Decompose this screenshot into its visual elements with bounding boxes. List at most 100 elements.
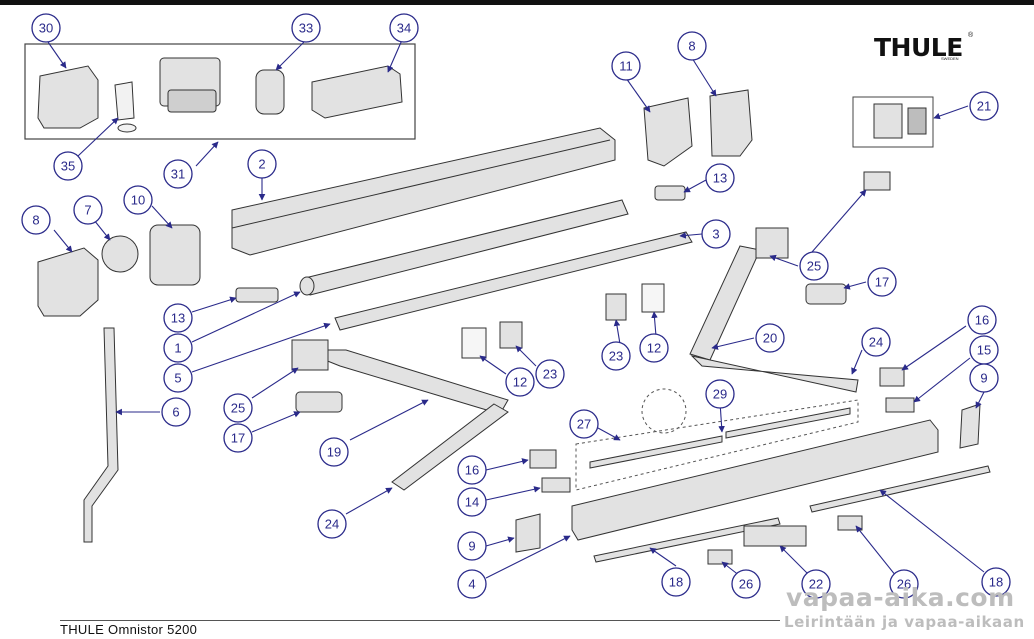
callout-number: 9 bbox=[468, 539, 475, 554]
callout-c27: 27 bbox=[569, 409, 599, 439]
plug-13 bbox=[654, 185, 686, 201]
leader-23a bbox=[613, 319, 621, 345]
footer-rule bbox=[60, 620, 780, 621]
callout-c31: 31 bbox=[163, 159, 193, 189]
arm-24-left bbox=[391, 403, 509, 491]
callout-number: 17 bbox=[875, 275, 889, 290]
rail-18-lower bbox=[593, 517, 781, 563]
callout-circle bbox=[969, 91, 999, 121]
callout-number: 23 bbox=[543, 367, 557, 382]
leader-24b bbox=[345, 487, 393, 515]
leader-1 bbox=[191, 291, 301, 343]
callout-circle bbox=[457, 569, 487, 599]
leader-9a bbox=[975, 391, 985, 409]
callout-number: 8 bbox=[32, 213, 39, 228]
callout-circle bbox=[867, 267, 897, 297]
callout-circle bbox=[705, 163, 735, 193]
leader-25-pins bbox=[811, 189, 867, 253]
callout-number: 18 bbox=[669, 575, 683, 590]
arm-19 bbox=[299, 349, 509, 415]
leader-19 bbox=[349, 399, 429, 441]
callout-c11: 11 bbox=[611, 51, 641, 81]
callout-number: 14 bbox=[465, 495, 479, 510]
callout-c26a: 26 bbox=[731, 569, 761, 599]
plate-12-lower bbox=[461, 327, 487, 359]
rod-29 bbox=[725, 407, 851, 439]
rod-27 bbox=[589, 435, 723, 469]
callout-circle bbox=[861, 327, 891, 357]
clip-17-left bbox=[295, 391, 343, 413]
callout-number: 11 bbox=[619, 59, 633, 74]
callout-number: 26 bbox=[739, 577, 753, 592]
cassette-profile-2 bbox=[231, 127, 616, 256]
leader-31 bbox=[195, 141, 219, 167]
callout-c24a: 24 bbox=[861, 327, 891, 357]
callout-c16b: 16 bbox=[457, 455, 487, 485]
end-cover-8-left bbox=[37, 247, 99, 317]
callout-number: 33 bbox=[299, 21, 313, 36]
arm-20 bbox=[689, 245, 761, 361]
callout-c2: 2 bbox=[247, 149, 277, 179]
leader-26b bbox=[855, 525, 897, 577]
callout-c35: 35 bbox=[53, 151, 83, 181]
callout-number: 1 bbox=[174, 341, 181, 356]
callout-circle bbox=[799, 251, 829, 281]
leader-22 bbox=[779, 545, 811, 577]
bracket-35 bbox=[114, 81, 135, 121]
callout-number: 26 bbox=[897, 577, 911, 592]
callout-number: 3 bbox=[712, 227, 719, 242]
leader-3 bbox=[679, 232, 703, 239]
cap-15 bbox=[885, 397, 915, 413]
clip-23-upper bbox=[605, 293, 627, 321]
callout-c10: 10 bbox=[123, 185, 153, 215]
callout-c30: 30 bbox=[31, 13, 61, 43]
bracket-21 bbox=[873, 103, 903, 139]
callout-number: 5 bbox=[174, 371, 181, 386]
callout-circle bbox=[123, 185, 153, 215]
callout-circle bbox=[457, 455, 487, 485]
callout-number: 16 bbox=[975, 313, 989, 328]
callout-c19: 19 bbox=[319, 437, 349, 467]
leader-17a bbox=[843, 281, 867, 290]
callout-circle bbox=[755, 323, 785, 353]
leader-27 bbox=[597, 427, 621, 441]
diagram-caption: THULE Omnistor 5200 bbox=[60, 622, 198, 637]
callout-c20: 20 bbox=[755, 323, 785, 353]
callout-c33: 33 bbox=[291, 13, 321, 43]
leader-4 bbox=[485, 535, 571, 579]
leader-30 bbox=[47, 41, 67, 69]
front-profile-4 bbox=[571, 419, 939, 541]
callout-number: 18 bbox=[989, 575, 1003, 590]
rail-18-upper bbox=[809, 465, 991, 513]
leader-10 bbox=[151, 205, 173, 229]
leader-7 bbox=[93, 219, 111, 241]
leader-35 bbox=[77, 117, 119, 157]
end-cap-11 bbox=[643, 97, 693, 167]
end-plate-9-left bbox=[515, 513, 541, 553]
clip-26-right bbox=[837, 515, 863, 531]
callout-c12a: 12 bbox=[639, 333, 669, 363]
callout-circle bbox=[291, 13, 321, 43]
callout-c26b: 26 bbox=[889, 569, 919, 599]
callout-c14: 14 bbox=[457, 487, 487, 517]
callout-circle bbox=[505, 367, 535, 397]
callout-c9b: 9 bbox=[457, 531, 487, 561]
callout-circle bbox=[801, 569, 831, 599]
callout-c7: 7 bbox=[73, 195, 103, 225]
callout-number: 12 bbox=[647, 341, 661, 356]
callout-number: 19 bbox=[327, 445, 341, 460]
callout-circle bbox=[161, 397, 191, 427]
bracket-25-right bbox=[755, 227, 789, 259]
callout-circle bbox=[389, 13, 419, 43]
callout-c13a: 13 bbox=[705, 163, 735, 193]
top-border bbox=[0, 0, 1034, 5]
callout-number: 8 bbox=[688, 39, 695, 54]
callout-circle bbox=[223, 423, 253, 453]
callout-number: 30 bbox=[39, 21, 53, 36]
leader-13b bbox=[191, 296, 237, 313]
callout-c13b: 13 bbox=[163, 303, 193, 333]
leader-9b bbox=[485, 536, 515, 547]
callout-c5: 5 bbox=[163, 363, 193, 393]
callout-number: 21 bbox=[977, 99, 991, 114]
brand-subtitle: SWEDEN bbox=[941, 56, 959, 61]
